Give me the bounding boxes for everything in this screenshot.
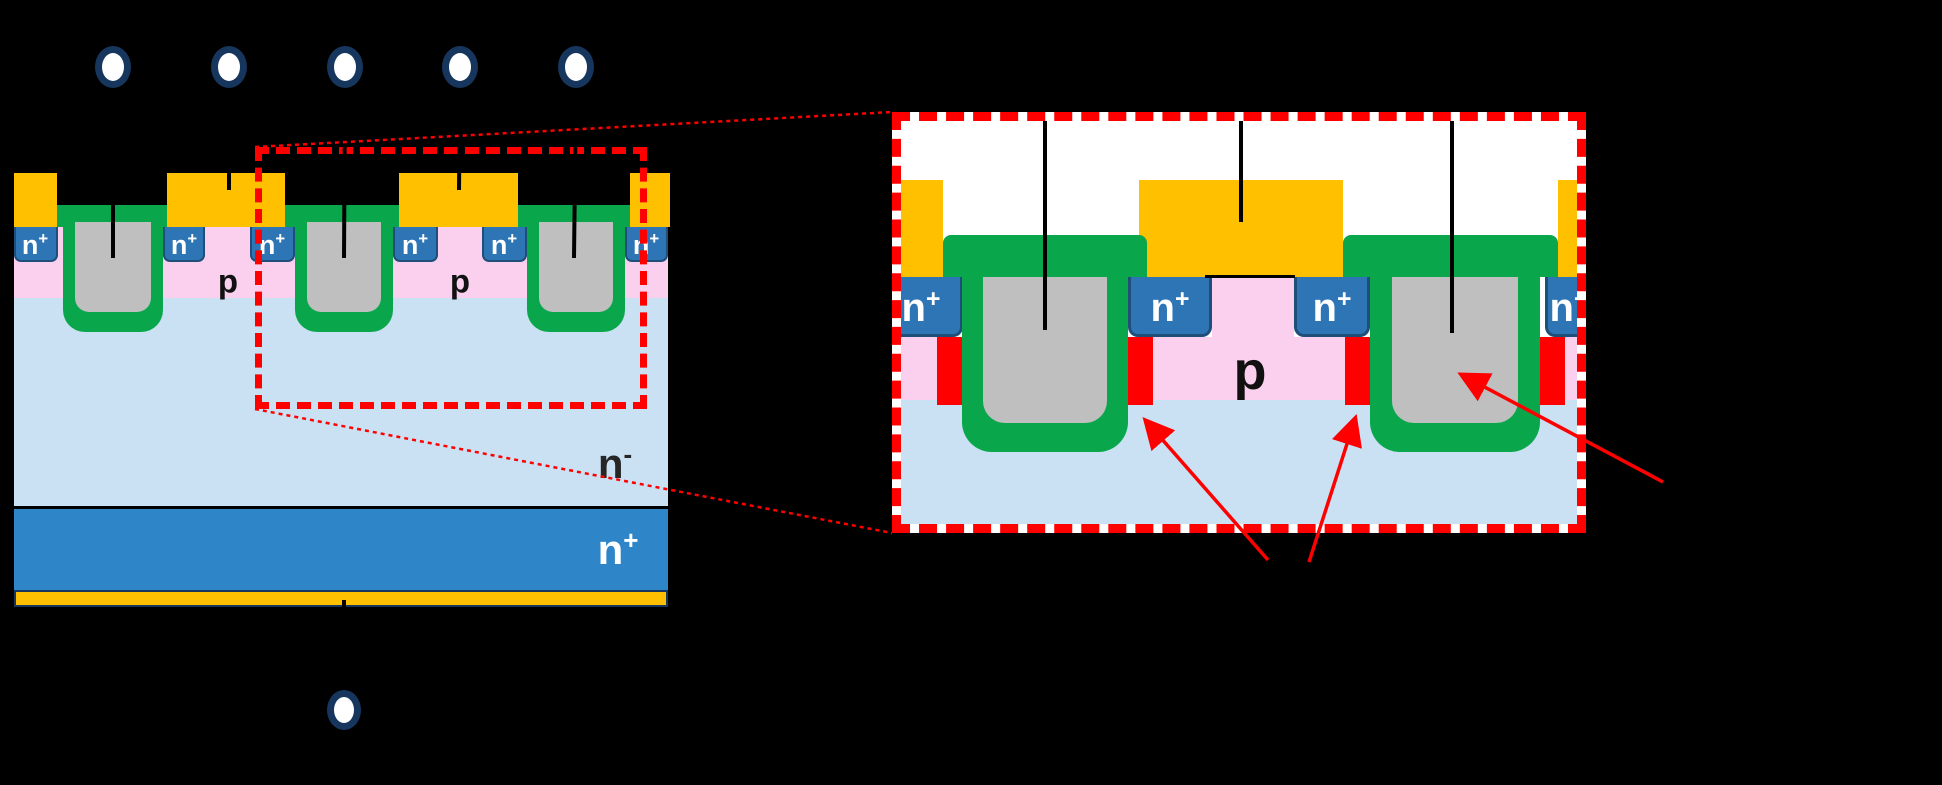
n-plus-label: n+ — [170, 229, 198, 260]
channel-highlight — [1128, 337, 1153, 405]
terminal-circle — [442, 46, 478, 88]
p-body-label: p — [1233, 341, 1267, 401]
source-lead-line — [1239, 121, 1243, 222]
n-plus-label: n+ — [490, 229, 518, 260]
n-plus-source — [1294, 277, 1370, 337]
n-plus-label: n+ — [21, 229, 49, 260]
terminal-circle — [558, 46, 594, 88]
channel-highlight — [1540, 337, 1565, 405]
n-plus-source — [163, 227, 205, 262]
n-plus-label: n+ — [901, 285, 941, 331]
channel-highlight — [1345, 337, 1370, 405]
trench-poly-gate — [75, 222, 151, 312]
terminal-circle — [95, 46, 131, 88]
n-plus-source — [901, 277, 963, 337]
channel-highlight — [937, 337, 962, 405]
n-substrate-region — [14, 509, 668, 590]
n-plus-source — [1128, 277, 1212, 337]
source-metal-pad — [901, 180, 943, 277]
n-plus-source — [393, 227, 438, 262]
source-metal-pad — [14, 173, 57, 227]
n-plus-source — [1545, 277, 1577, 337]
n-plus-label: n+ — [1150, 285, 1190, 331]
drain-metal — [14, 590, 668, 607]
n-plus-source — [14, 227, 58, 262]
n-substrate-label: n+ — [597, 525, 639, 573]
n-drift-label: n- — [597, 439, 633, 487]
source-metal-pad — [630, 173, 670, 227]
n-plus-label: n+ — [258, 229, 286, 260]
drain-terminal-circle — [327, 690, 361, 730]
p-contact-column — [1212, 277, 1294, 337]
gate-lead-line — [1043, 121, 1047, 330]
terminal-circle — [211, 46, 247, 88]
terminal-circle — [327, 46, 363, 88]
source-metal-pad — [1558, 180, 1577, 277]
n-plus-source — [482, 227, 527, 262]
p-body-label: p — [449, 262, 471, 300]
n-plus-label: n+ — [1549, 286, 1577, 331]
zoom-selection-box — [255, 147, 647, 409]
contact-line — [1205, 275, 1295, 278]
source-metal-pad — [167, 173, 285, 227]
trench-poly-gate — [1392, 277, 1518, 423]
n-plus-label: n+ — [1312, 285, 1352, 331]
n-plus-label: n+ — [401, 229, 429, 260]
gate-lead-line — [1450, 121, 1454, 333]
detail-view-content: n+ n+ n+ n+ p — [901, 121, 1577, 524]
p-body-label: p — [217, 262, 239, 300]
